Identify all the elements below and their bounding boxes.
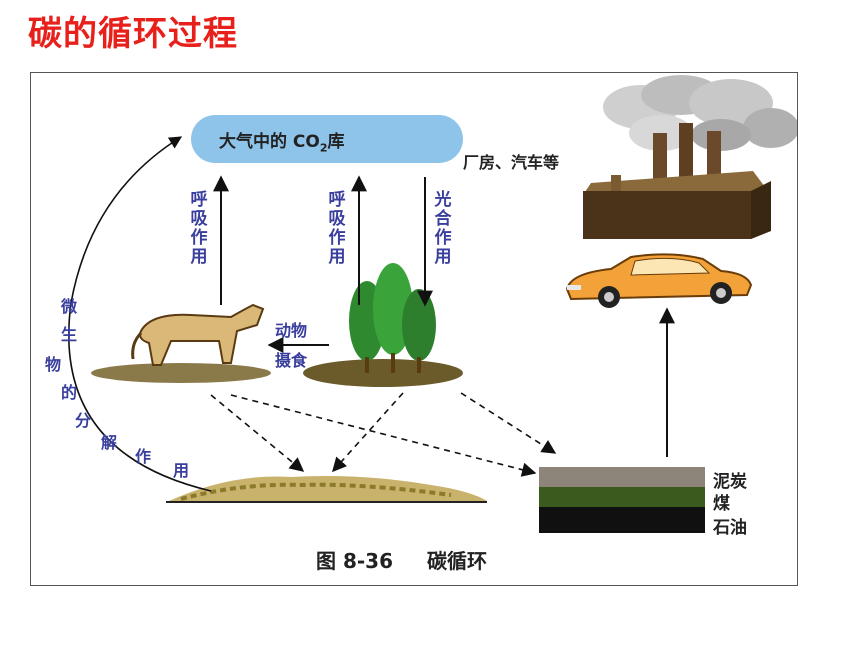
factory-car-label: 厂房、汽车等 xyxy=(463,153,560,172)
fossil-fuel-layers xyxy=(539,467,705,533)
co2-reservoir-cloud xyxy=(191,115,463,163)
microbe-label-char-5: 分 xyxy=(75,411,92,430)
fuel-label-peat: 泥炭 xyxy=(713,472,747,492)
car xyxy=(565,253,753,308)
microbe-label-char-8: 用 xyxy=(173,461,190,480)
dash-cow-to-fuel xyxy=(230,394,537,477)
microbe-label-char-4: 的 xyxy=(61,383,78,402)
microbe-label-char-1: 微 xyxy=(61,297,78,316)
cow xyxy=(91,303,271,383)
respiration-label-mid: 呼吸作用 xyxy=(328,190,346,267)
photosynthesis-label: 光合作用 xyxy=(434,190,452,267)
arrow-microbe-decomposition xyxy=(67,136,212,492)
trees xyxy=(303,263,463,387)
figure-number: 图 8-36 xyxy=(316,549,394,573)
microbe-label-char-7: 作 xyxy=(135,447,152,466)
dash-cow-to-debris xyxy=(210,394,305,472)
factory-building xyxy=(583,171,771,239)
microbe-label-char-3: 物 xyxy=(45,355,62,374)
dash-tree-to-fuel xyxy=(460,392,557,454)
microbe-label-char-6: 解 xyxy=(101,433,118,452)
dash-tree-to-debris xyxy=(332,392,404,473)
fuel-label-coal: 煤 xyxy=(713,494,730,514)
organic-debris-pile xyxy=(166,476,487,503)
carbon-cycle-figure: 大气中的 CO2库 厂房、汽车等 呼吸作用 呼吸作用 光合作用 动物 摄食 微 … xyxy=(30,72,798,586)
respiration-label-left: 呼吸作用 xyxy=(190,190,208,267)
animal-feeding-label-1: 动物 xyxy=(275,321,308,340)
co2-reservoir-label: 大气中的 CO2库 xyxy=(219,132,345,155)
figure-name: 碳循环 xyxy=(427,549,488,573)
microbe-label-char-2: 生 xyxy=(61,325,78,344)
animal-feeding-label-2: 摄食 xyxy=(275,351,308,370)
figure-caption: 图 8-36 碳循环 xyxy=(316,545,487,574)
fuel-label-oil: 石油 xyxy=(713,518,747,538)
slide-title: 碳的循环过程 xyxy=(28,14,238,54)
diagram-drawing xyxy=(67,75,797,533)
factory-smoke xyxy=(603,75,797,151)
